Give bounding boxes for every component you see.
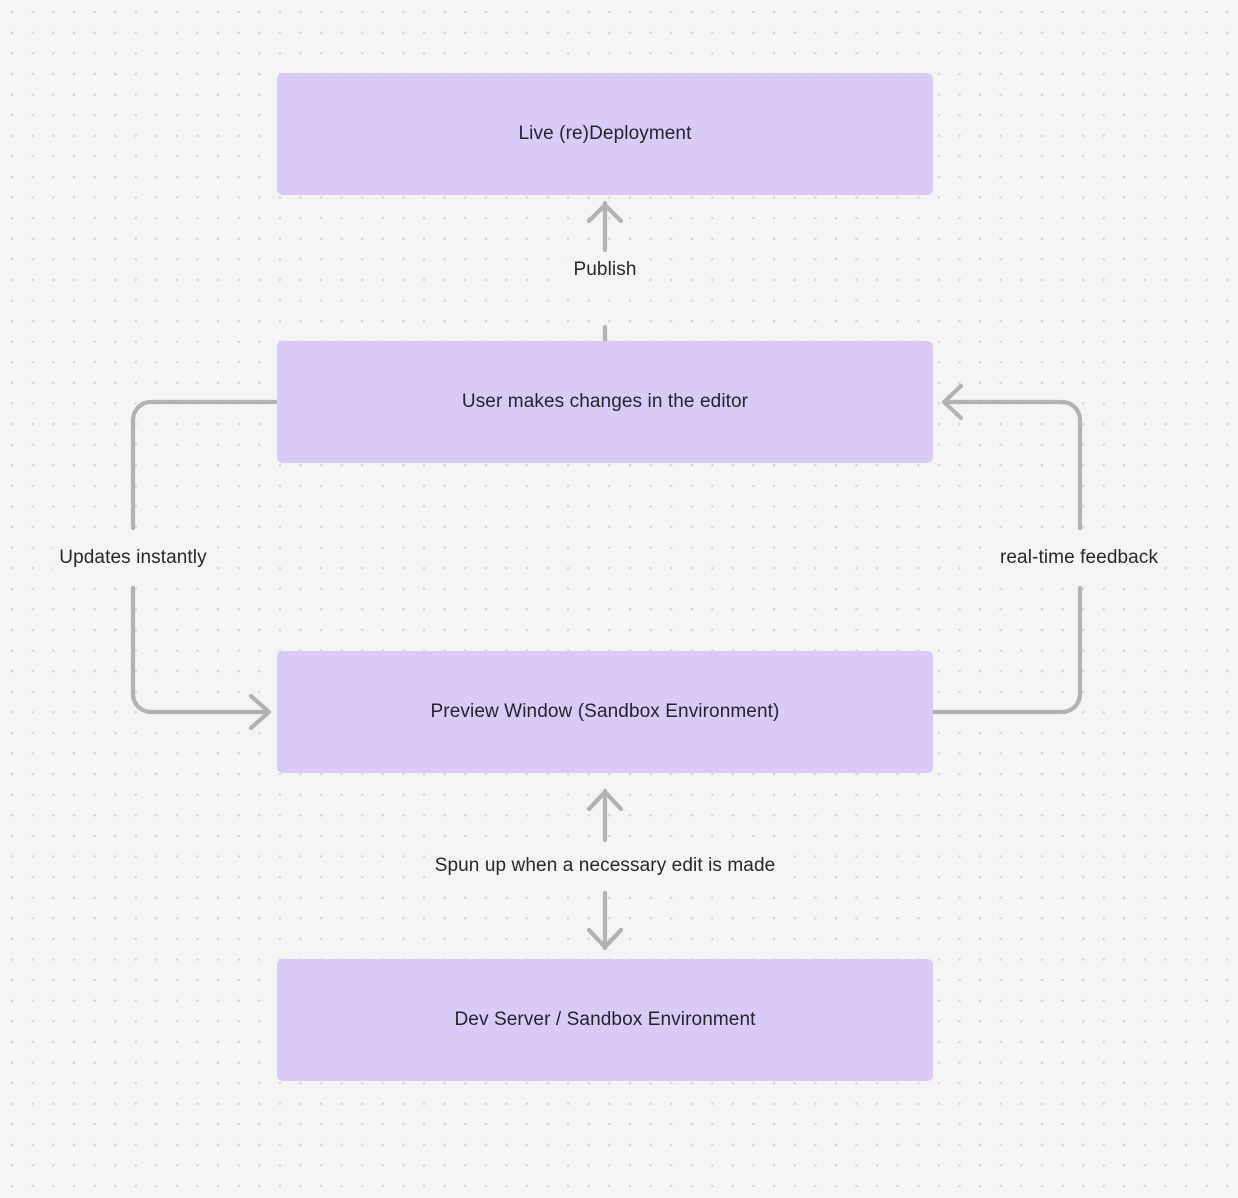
edge-label-spun-up: Spun up when a necessary edit is made — [428, 853, 782, 879]
node-label-dev-server: Dev Server / Sandbox Environment — [454, 1009, 756, 1030]
edge-label-updates-instantly: Updates instantly — [53, 545, 213, 571]
node-preview-window[interactable]: Preview Window (Sandbox Environment) — [277, 651, 933, 773]
node-dev-server[interactable]: Dev Server / Sandbox Environment — [277, 959, 933, 1081]
node-label-live-deployment: Live (re)Deployment — [518, 123, 692, 144]
edge-label-real-time-feedback: real-time feedback — [993, 545, 1165, 571]
node-label-preview-window: Preview Window (Sandbox Environment) — [430, 701, 780, 722]
node-live-deployment[interactable]: Live (re)Deployment — [277, 73, 933, 195]
node-user-edits[interactable]: User makes changes in the editor — [277, 341, 933, 463]
node-label-user-edits: User makes changes in the editor — [461, 391, 749, 412]
edge-label-publish: Publish — [567, 257, 643, 283]
